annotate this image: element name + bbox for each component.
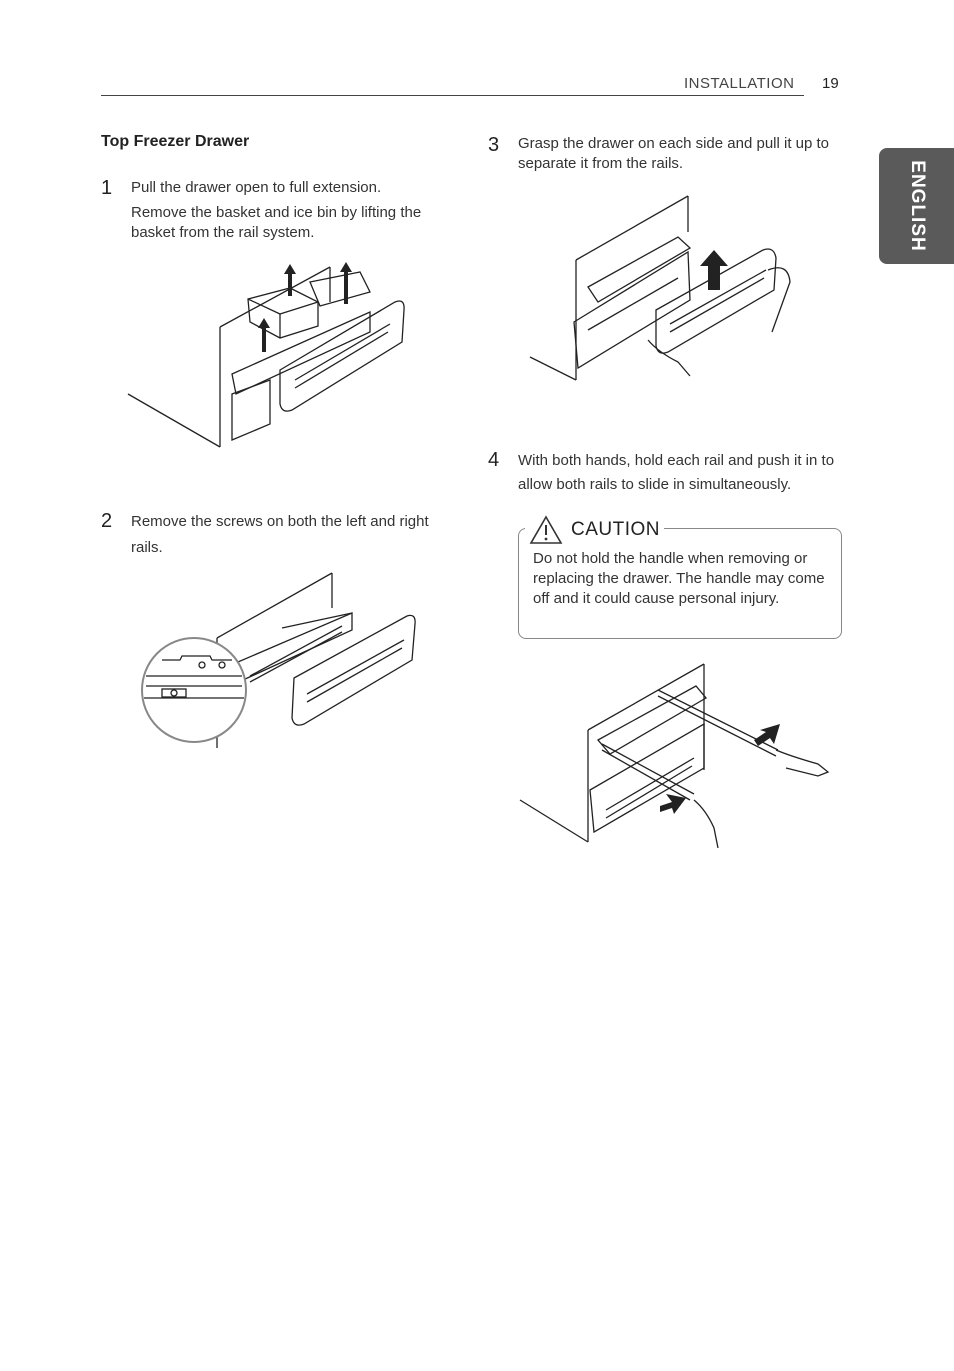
step-1-number: 1 <box>101 177 113 199</box>
step-1-line-1: Pull the drawer open to full extension. <box>131 179 382 196</box>
step-2-illustration <box>141 572 416 748</box>
caution-box <box>518 528 842 639</box>
step-1-line-2: Remove the basket and ice bin by lifting… <box>131 204 422 241</box>
header-section-title: INSTALLATION <box>684 75 795 92</box>
step-3-text: Grasp the drawer on each side and pull i… <box>518 135 830 172</box>
warning-triangle-icon <box>529 515 563 544</box>
step-4-number: 4 <box>488 449 500 471</box>
step-4-text: With both hands, hold each rail and push… <box>518 452 835 493</box>
page-number: 19 <box>822 75 839 92</box>
step-3-illustration <box>529 195 791 381</box>
step-1-illustration <box>127 262 405 448</box>
step-2-number: 2 <box>101 510 113 532</box>
section-title: Top Freezer Drawer <box>101 133 250 150</box>
step-2-text: Remove the screws on both the left and r… <box>131 513 429 556</box>
caution-label: CAUTION <box>571 519 660 540</box>
caution-text: Do not hold the handle when removing or … <box>533 550 825 607</box>
language-tab-label: ENGLISH <box>906 160 928 252</box>
step-4-illustration <box>519 663 830 849</box>
step-1-text: Pull the drawer open to full extension. … <box>131 178 441 243</box>
language-tab: ENGLISH <box>879 148 954 264</box>
step-3-number: 3 <box>488 134 500 156</box>
header-divider <box>101 95 804 96</box>
caution-header: CAUTION <box>525 515 664 545</box>
